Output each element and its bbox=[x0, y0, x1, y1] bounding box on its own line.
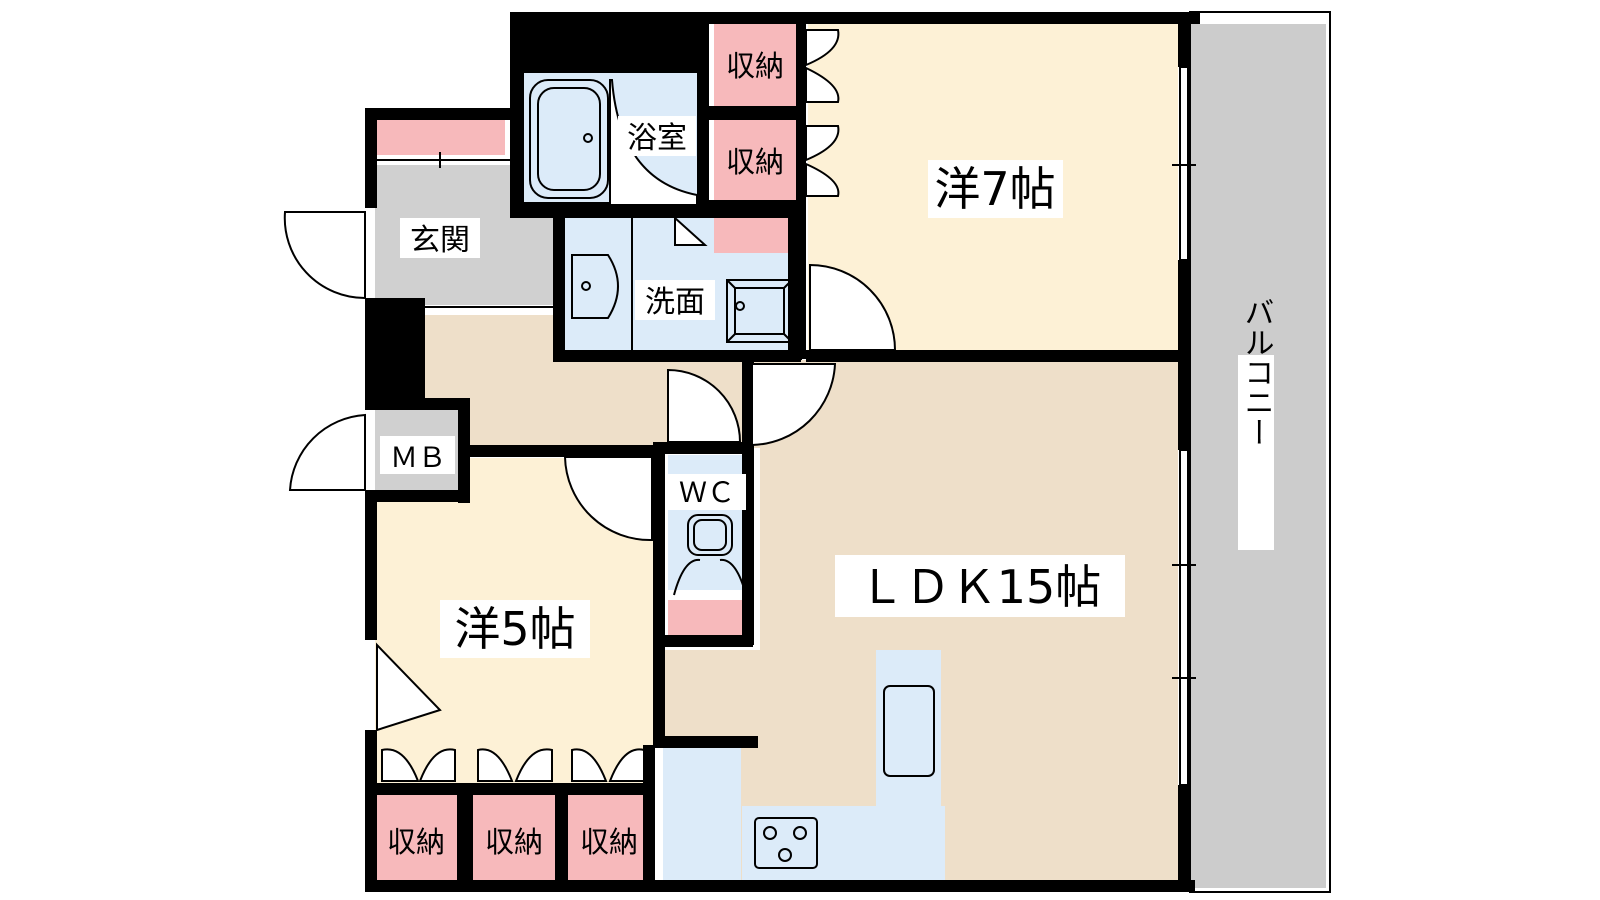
wall-top bbox=[510, 12, 1200, 24]
wash-basin-icon bbox=[571, 254, 619, 319]
room-label-bathroom: 浴室 bbox=[627, 121, 687, 156]
kitchen-counter bbox=[742, 806, 945, 886]
storage-south-1 bbox=[375, 795, 457, 883]
storage-south-3-doors-icon bbox=[571, 748, 645, 782]
washing-machine-pan-icon bbox=[726, 279, 793, 343]
balcony-outline bbox=[1189, 11, 1331, 893]
storage-wash bbox=[714, 218, 796, 253]
room-label-toilet: ＷＣ bbox=[679, 476, 735, 509]
storage-entrance bbox=[375, 120, 505, 155]
kitchen-sink-icon bbox=[883, 685, 935, 777]
fixtures bbox=[529, 79, 935, 869]
toilet-bowl-icon bbox=[673, 514, 747, 596]
room-label-entrance: 玄関 bbox=[410, 223, 470, 258]
entrance-door-icon bbox=[283, 211, 366, 300]
kitchen-sink-counter bbox=[876, 650, 941, 810]
kitchen-floor-left bbox=[663, 748, 741, 886]
ldk-door-icon bbox=[751, 363, 837, 447]
toilet-door-icon bbox=[667, 368, 742, 443]
storage-label-south-3: 収納 bbox=[580, 825, 638, 859]
storage-north-2-doors-icon bbox=[805, 125, 840, 197]
storage-north-1 bbox=[714, 24, 796, 106]
storage-south-1-doors-icon bbox=[381, 748, 456, 782]
ldk-floor bbox=[663, 360, 1178, 886]
storage-north-2 bbox=[714, 120, 796, 200]
storage-label-south-2: 収納 bbox=[485, 825, 543, 859]
storage-fills bbox=[375, 24, 796, 883]
western-5-door-icon bbox=[563, 456, 653, 542]
washroom-door-icon bbox=[674, 215, 708, 246]
walls bbox=[365, 12, 1200, 892]
bathroom-door-icon bbox=[609, 79, 698, 206]
storage-label-south-1: 収納 bbox=[387, 825, 445, 859]
meter-box-door-icon bbox=[288, 413, 366, 491]
room-label-meter-box: ＭＢ bbox=[390, 441, 446, 474]
doors bbox=[283, 29, 897, 782]
storage-south-3 bbox=[568, 795, 650, 883]
room-label-western-7: 洋7帖 bbox=[934, 162, 1055, 216]
room-label-balcony: バルコニー bbox=[1239, 297, 1274, 447]
storage-label-north-1: 収納 bbox=[726, 49, 784, 83]
windows bbox=[375, 66, 1196, 786]
storage-label-north-2: 収納 bbox=[726, 145, 784, 179]
storage-toilet bbox=[668, 600, 750, 635]
storage-south-2 bbox=[473, 795, 555, 883]
stove-icon bbox=[754, 817, 818, 869]
bathtub-icon bbox=[529, 79, 609, 199]
labels: 洋7帖 洋5帖 ＬＤＫ15帖 浴室 洗面 玄関 ＭＢ ＷＣ バルコニー 収納 収… bbox=[380, 49, 1274, 859]
western-5-side-door-icon bbox=[376, 642, 442, 732]
room-label-ldk: ＬＤＫ15帖 bbox=[859, 560, 1102, 614]
wall-bottom bbox=[365, 880, 1195, 892]
storage-north-1-doors-icon bbox=[805, 29, 840, 103]
room-label-western-5: 洋5帖 bbox=[454, 602, 575, 656]
room-label-washroom: 洗面 bbox=[645, 285, 705, 320]
western-7-door-icon bbox=[809, 263, 897, 351]
storage-south-2-doors-icon bbox=[477, 748, 553, 782]
